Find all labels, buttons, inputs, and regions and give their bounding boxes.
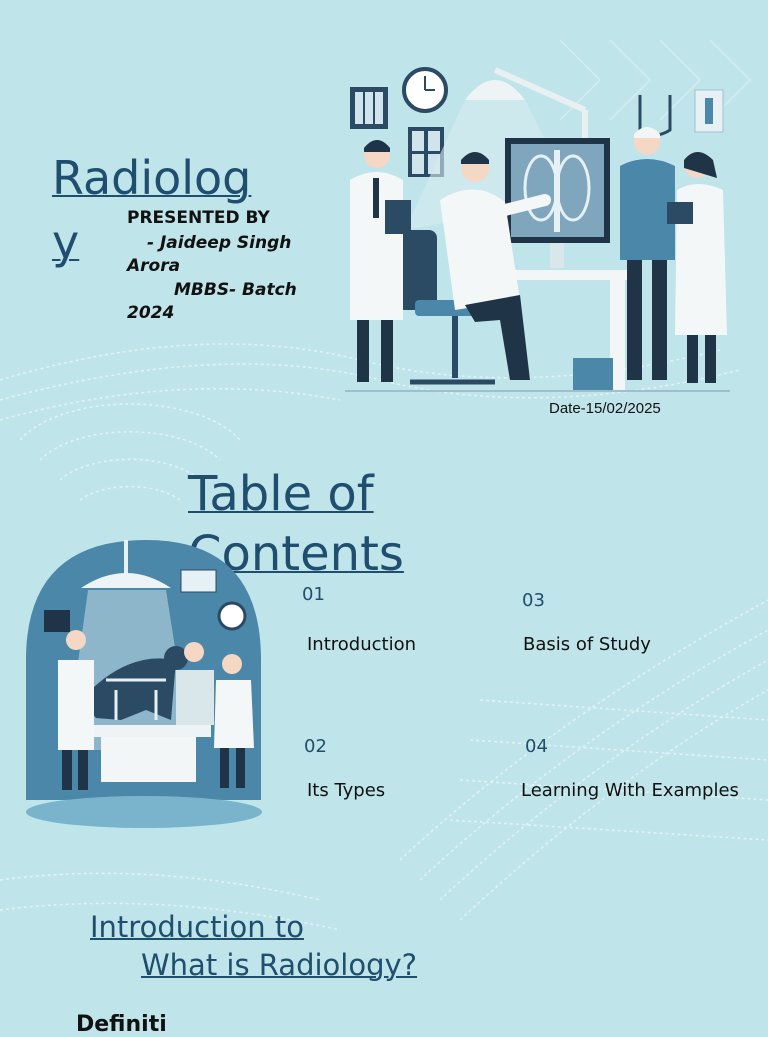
vet-dog-xray-icon [26, 540, 262, 828]
doctor-figure-icon [667, 152, 727, 383]
doctor-figure-icon [440, 152, 551, 380]
toc-num-02: 02 [304, 736, 327, 757]
toc-num-01: 01 [302, 584, 325, 605]
intro-title-line1: Introduction to [90, 910, 304, 944]
toc-item-learning-with-examples[interactable]: Learning With Examples [521, 780, 739, 801]
presentation-date: Date-15/02/2025 [549, 400, 661, 417]
presenter-name: - Jaideep Singh Arora [127, 233, 292, 276]
toc-title: Table of Contents [188, 466, 404, 582]
xray-film-icon [408, 127, 444, 177]
xray-monitor-icon [505, 138, 610, 268]
presented-by-label: PRESENTED BY [127, 208, 270, 228]
toc-num-04: 04 [525, 736, 548, 757]
definition-heading: Definiti [76, 1012, 167, 1037]
toc-item-its-types[interactable]: Its Types [307, 780, 386, 801]
radiology-illustration [345, 67, 730, 392]
toc-num-03: 03 [522, 590, 545, 611]
wall-clock-icon [402, 67, 448, 113]
presenter-batch: MBBS- Batch 2024 [127, 280, 297, 323]
intro-title-line2: What is Radiology? [141, 948, 418, 982]
xray-film-icon [350, 87, 388, 129]
doctor-figure-icon [350, 140, 411, 382]
doctor-figure-icon [620, 127, 675, 380]
toc-item-basis-of-study[interactable]: Basis of Study [523, 634, 651, 655]
slide1-title: Radiolog y [52, 151, 252, 269]
toc-item-introduction[interactable]: Introduction [307, 634, 417, 655]
